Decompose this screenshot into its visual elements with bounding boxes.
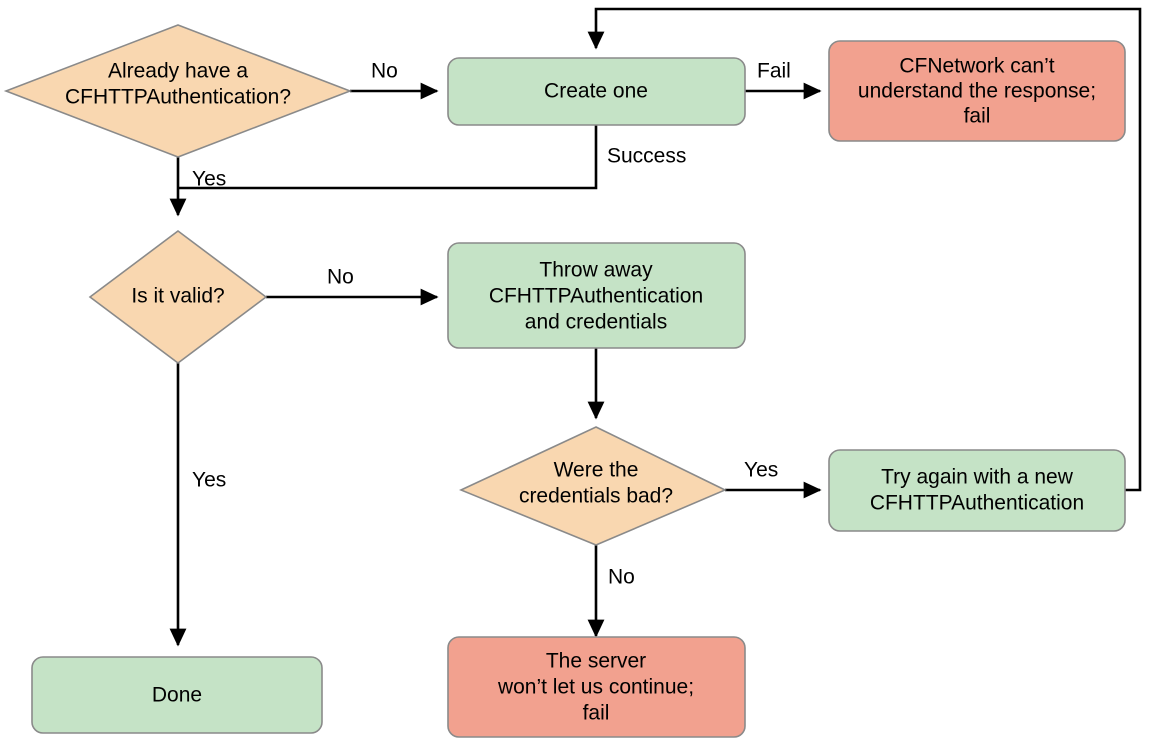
edge-is-it-valid-no: No	[266, 266, 439, 306]
edge-label-create-one-success: Success	[607, 145, 686, 168]
edge-label-already-have-no: No	[371, 60, 398, 83]
try-again-label-line-2: CFHTTPAuthentication	[870, 492, 1084, 515]
edge-credentials-bad-yes: Yes	[725, 459, 822, 499]
credentials-bad-diamond[interactable]	[459, 426, 727, 546]
node-try-again[interactable]: Try again with a new CFHTTPAuthenticatio…	[828, 449, 1126, 532]
edge-is-it-valid-yes: Yes	[169, 363, 226, 647]
throw-away-label-line-2: CFHTTPAuthentication	[489, 285, 703, 308]
edge-create-one-success: Success	[177, 125, 686, 190]
edge-label-is-it-valid-no: No	[327, 266, 354, 289]
cfnetwork-fail-label-line-2: understand the response;	[858, 80, 1096, 103]
credentials-bad-label-line-2: credentials bad?	[519, 485, 673, 508]
node-is-it-valid[interactable]: Is it valid?	[88, 230, 268, 364]
edge-label-credentials-bad-no: No	[608, 566, 635, 589]
server-fail-box[interactable]	[447, 636, 746, 738]
already-have-label-line-2: CFHTTPAuthentication?	[65, 86, 291, 109]
throw-away-box[interactable]	[447, 242, 746, 349]
cfnetwork-fail-label-line-1: CFNetwork can’t	[899, 55, 1054, 78]
is-it-valid-label: Is it valid?	[131, 285, 224, 308]
edge-try-again-loop	[587, 7, 1142, 492]
throw-away-label-line-1: Throw away	[539, 259, 653, 282]
cfnetwork-fail-box[interactable]	[828, 40, 1126, 142]
edge-label-is-it-valid-yes: Yes	[192, 469, 226, 492]
create-one-box[interactable]	[447, 57, 746, 126]
done-box[interactable]	[31, 656, 323, 734]
edge-label-create-one-fail: Fail	[757, 60, 791, 83]
done-label: Done	[152, 684, 202, 707]
server-fail-label-line-2: won’t let us continue;	[497, 676, 694, 699]
already-have-diamond[interactable]	[3, 24, 353, 158]
try-again-label-line-1: Try again with a new	[881, 466, 1074, 489]
throw-away-label-line-3: and credentials	[525, 311, 667, 334]
cfnetwork-fail-label-line-3: fail	[964, 105, 991, 128]
create-one-label: Create one	[544, 80, 648, 103]
node-cfnetwork-fail[interactable]: CFNetwork can’t understand the response;…	[828, 40, 1126, 142]
node-credentials-bad[interactable]: Were the credentials bad?	[459, 426, 727, 546]
node-throw-away[interactable]: Throw away CFHTTPAuthentication and cred…	[447, 242, 746, 349]
edge-already-have-yes: Yes	[169, 157, 226, 217]
server-fail-label-line-1: The server	[546, 650, 646, 673]
edge-create-one-fail: Fail	[745, 60, 822, 100]
edge-already-have-no: No	[350, 60, 439, 100]
is-it-valid-diamond[interactable]	[88, 230, 268, 364]
edge-label-credentials-bad-yes: Yes	[744, 459, 778, 482]
node-server-fail[interactable]: The server won’t let us continue; fail	[447, 636, 746, 738]
credentials-bad-label-line-1: Were the	[554, 459, 639, 482]
node-already-have[interactable]: Already have a CFHTTPAuthentication?	[3, 24, 353, 158]
try-again-box[interactable]	[828, 449, 1126, 532]
node-done[interactable]: Done	[31, 656, 323, 734]
already-have-label-line-1: Already have a	[108, 60, 248, 83]
node-create-one[interactable]: Create one	[447, 57, 746, 126]
server-fail-label-line-3: fail	[583, 702, 610, 725]
edge-credentials-bad-no: No	[587, 545, 635, 638]
edge-label-already-have-yes: Yes	[192, 168, 226, 191]
